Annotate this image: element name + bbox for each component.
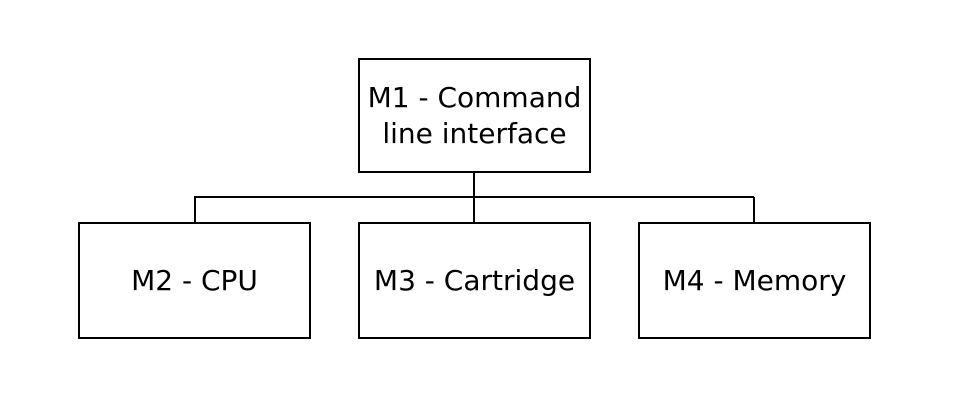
module-label-m2: M2 - CPU xyxy=(131,263,258,297)
module-label-m3: M3 - Cartridge xyxy=(373,263,576,297)
module-box-m1-command-line-interface: M1 - Command line interface xyxy=(358,58,591,173)
module-label-m1: M1 - Command line interface xyxy=(367,80,582,150)
module-box-m4-memory: M4 - Memory xyxy=(638,222,871,339)
module-box-m3-cartridge: M3 - Cartridge xyxy=(358,222,591,339)
module-box-m2-cpu: M2 - CPU xyxy=(78,222,311,339)
module-label-m4: M4 - Memory xyxy=(662,263,847,297)
